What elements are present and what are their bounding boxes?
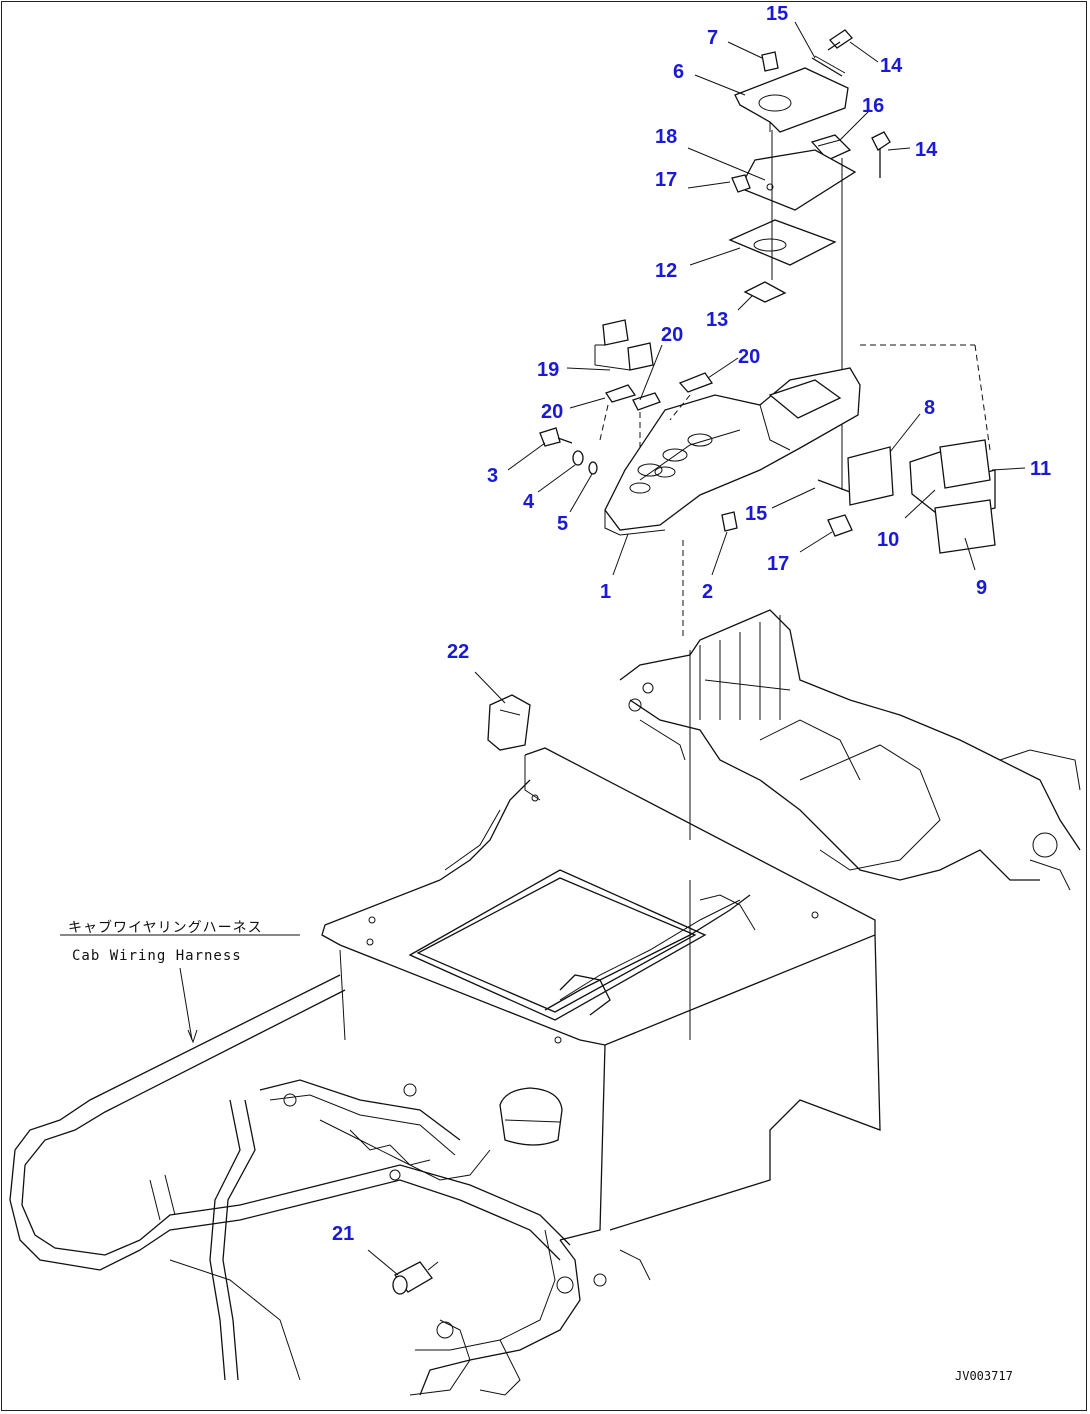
nut-17-lower	[827, 514, 853, 537]
bolt-3	[539, 427, 573, 447]
callout-20-c: 20	[541, 401, 563, 423]
callout-15-lower: 15	[745, 503, 767, 525]
plate-9	[934, 499, 996, 554]
callout-12: 12	[655, 260, 677, 282]
insert-20-a	[605, 384, 637, 403]
sensor-21	[392, 1261, 439, 1295]
callout-labels: 15 7 14 6 16 14 18 17 12 13 20 20 19 20 …	[332, 3, 1051, 1245]
callout-2: 2	[702, 581, 713, 603]
harness-note-jp: キャブワイヤリングハーネス	[68, 919, 263, 936]
cab-floor-frame	[321, 747, 881, 1241]
callout-15-top: 15	[766, 3, 788, 25]
bracket-22	[487, 694, 531, 751]
cover-11	[939, 439, 991, 489]
callout-17-lower: 17	[767, 553, 789, 575]
plate-18	[739, 149, 857, 211]
callout-21: 21	[332, 1223, 354, 1245]
callout-17-top: 17	[655, 169, 677, 191]
clip-13	[743, 281, 787, 303]
callout-14-top: 14	[880, 55, 903, 77]
pin-15-top	[811, 55, 846, 77]
washer-4	[572, 450, 584, 466]
callout-1: 1	[600, 581, 611, 603]
callout-20-a: 20	[661, 324, 683, 346]
callout-3: 3	[487, 465, 498, 487]
insert-20-c	[678, 372, 714, 393]
insert-20-b	[632, 392, 661, 411]
knob-7	[761, 51, 779, 72]
callout-11: 11	[1030, 458, 1051, 480]
harness-note-en: Cab Wiring Harness	[72, 948, 242, 964]
cab-wiring-harness	[9, 974, 651, 1396]
bolt-14-right	[871, 131, 891, 178]
callout-16: 16	[862, 95, 884, 117]
pin-15-lower	[817, 479, 851, 493]
callout-18: 18	[655, 126, 677, 148]
washer-5	[588, 461, 598, 475]
drawing-id: JV003717	[955, 1369, 1013, 1383]
callout-7: 7	[707, 27, 718, 49]
callout-5: 5	[557, 513, 568, 535]
callout-4: 4	[523, 491, 535, 513]
shim-12	[728, 219, 837, 266]
cover-8	[847, 446, 894, 506]
switch-19	[594, 319, 654, 371]
floor-harness	[439, 650, 756, 1040]
callout-8: 8	[924, 397, 935, 419]
callout-10: 10	[877, 529, 899, 551]
bolt-14-top	[827, 29, 853, 51]
callout-13: 13	[706, 309, 728, 331]
control-valve-harness	[619, 609, 1081, 891]
nut-17-top	[731, 174, 751, 193]
console-box-1	[604, 367, 861, 536]
callout-14-right: 14	[915, 139, 938, 161]
callout-22: 22	[447, 641, 469, 663]
callout-6: 6	[673, 61, 684, 83]
callout-19: 19	[537, 359, 559, 381]
callout-20-b: 20	[738, 346, 760, 368]
leader-lines	[60, 21, 1026, 1276]
callout-9: 9	[976, 577, 987, 599]
cover-plate-6	[734, 67, 849, 133]
bolt-2	[721, 511, 738, 532]
